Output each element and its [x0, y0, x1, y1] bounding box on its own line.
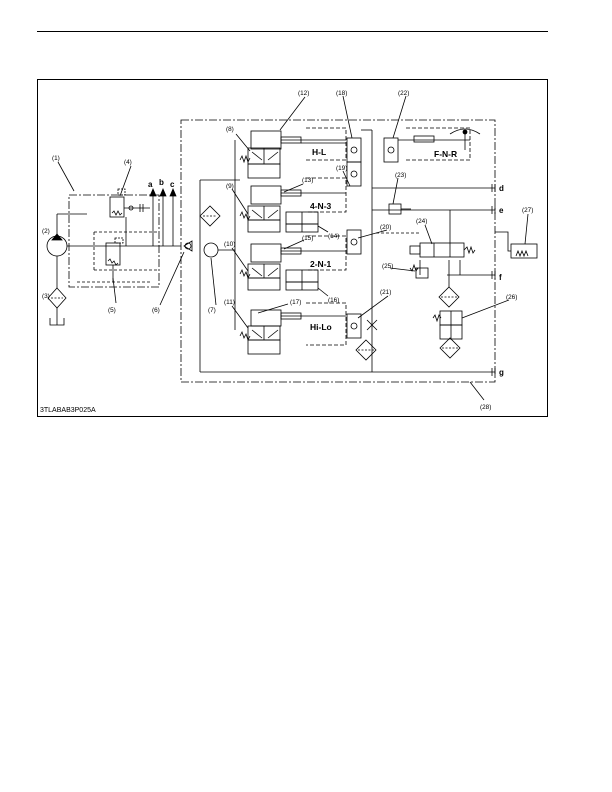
callout-26: (26) [506, 294, 517, 301]
pump-arrow [51, 233, 63, 241]
callout-6: (6) [152, 307, 160, 314]
line-filter-symbol [203, 242, 219, 258]
callout-7: (7) [208, 307, 216, 314]
diagram-frame [37, 79, 548, 417]
callout-4: (4) [124, 159, 132, 166]
callout-10: (10) [224, 241, 235, 248]
callout-24: (24) [416, 218, 427, 225]
figure-reference-code: 3TLABAB3P025A [40, 407, 96, 414]
section-label-2-n-1: 2-N-1 [310, 259, 332, 269]
callout-19: (19) [336, 165, 347, 172]
port-label-f: f [499, 273, 502, 282]
callout-17: (17) [290, 299, 301, 306]
callout-16: (16) [328, 297, 339, 304]
callout-11: (11) [224, 299, 235, 306]
callout-20: (20) [380, 224, 391, 231]
port-label-c: c [170, 180, 175, 189]
port-label-e: e [499, 206, 504, 215]
callout-21: (21) [380, 289, 391, 296]
suction-filter [47, 287, 67, 309]
callout-18: (18) [336, 90, 347, 97]
callout-27: (27) [522, 207, 533, 214]
callout-15: (15) [302, 235, 313, 242]
callout-3: (3) [42, 293, 50, 300]
callout-22: (22) [398, 90, 409, 97]
callout-1: (1) [52, 155, 60, 162]
port-label-d: d [499, 184, 504, 193]
port-label-b: b [159, 178, 164, 187]
section-label-4-n-3: 4-N-3 [310, 201, 332, 211]
callout-8: (8) [226, 126, 234, 133]
header-rule [37, 31, 548, 32]
port-label-g: g [499, 368, 504, 377]
callout-9: (9) [226, 183, 234, 190]
callout-23: (23) [395, 172, 406, 179]
outer-valve-block-boundary [180, 119, 496, 383]
callout-13: (13) [302, 177, 313, 184]
callout-25: (25) [382, 263, 393, 270]
callout-2: (2) [42, 228, 50, 235]
section-label-f-n-r: F-N-R [434, 149, 457, 159]
section-label-hi-lo: Hi-Lo [310, 322, 332, 332]
callout-28: (28) [480, 404, 491, 411]
section-label-h-l: H-L [312, 147, 326, 157]
callout-12: (12) [298, 90, 309, 97]
callout-5: (5) [108, 307, 116, 314]
port-label-a: a [148, 180, 153, 189]
relief-valve-block-boundary [68, 194, 160, 288]
callout-14: (14) [328, 233, 339, 240]
